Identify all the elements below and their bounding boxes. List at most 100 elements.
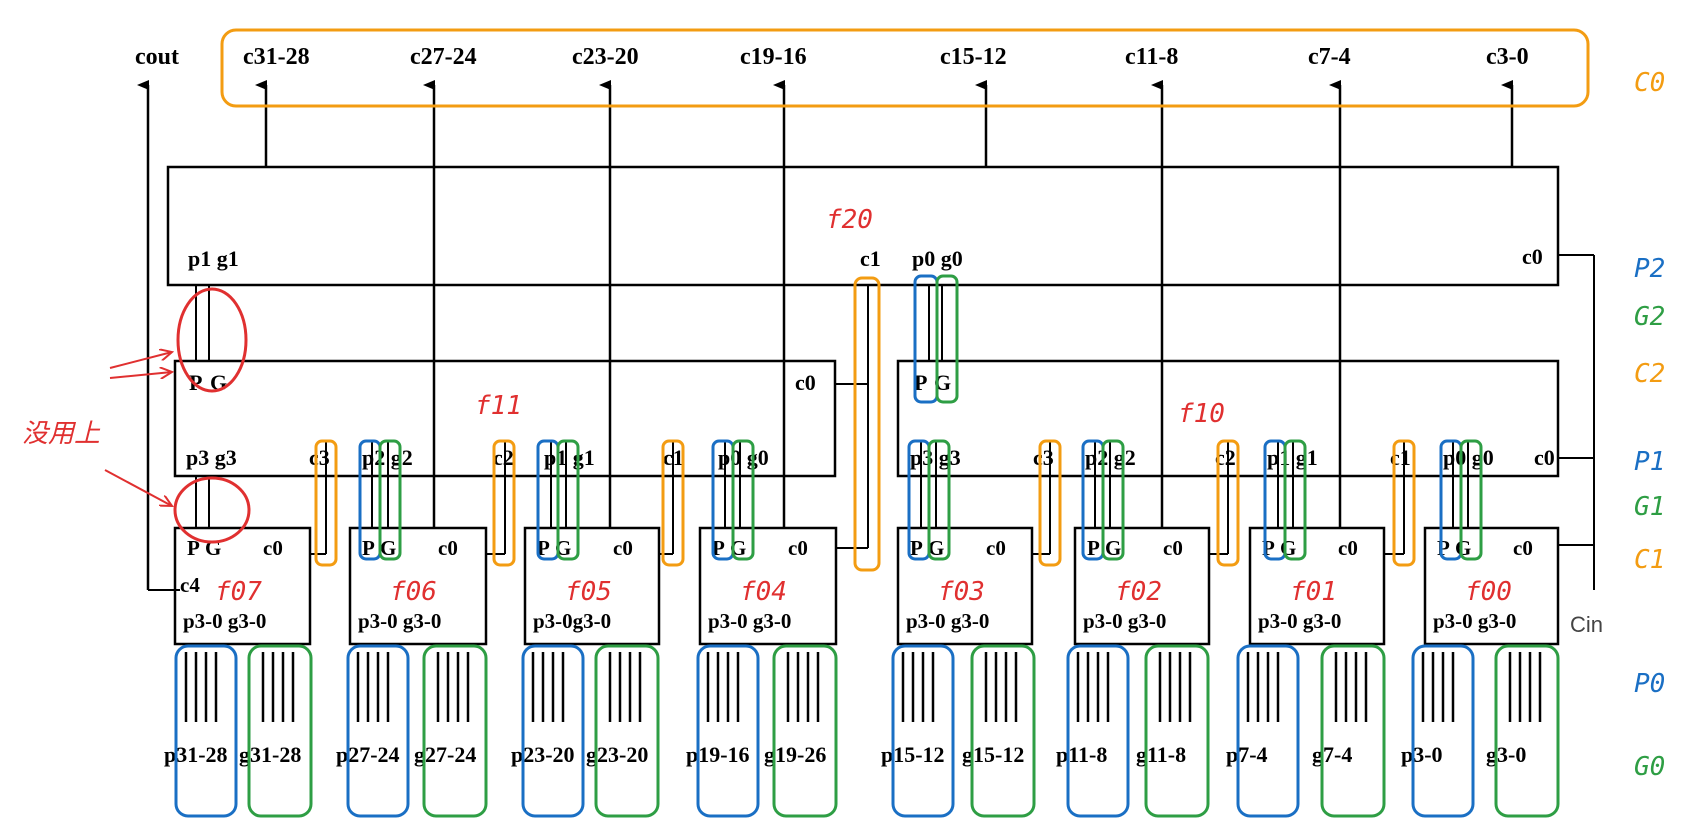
mid-right-P: P <box>914 370 927 395</box>
g-input-highlight <box>247 644 313 818</box>
level-label: P0 <box>1634 669 1665 699</box>
level-label: P1 <box>1634 447 1665 477</box>
level-label: G0 <box>1634 752 1665 782</box>
top-c0-label: c0 <box>1522 244 1543 269</box>
mid-left-port: p0 g0 <box>718 445 769 470</box>
p-input-highlight <box>1236 644 1300 818</box>
g-input-highlight <box>970 644 1036 818</box>
p-input-label: p15-12 <box>881 742 945 767</box>
unit-P-label: P <box>910 536 923 560</box>
g-level1-highlight <box>731 439 755 561</box>
unit-G-label: G <box>1455 536 1471 560</box>
carry-level1-highlight <box>1038 439 1062 567</box>
p-input-label: p19-16 <box>686 742 750 767</box>
unit-pg-label: p3-0 g3-0 <box>1258 609 1341 633</box>
unit-tag: f04 <box>740 577 787 607</box>
carry-level1-highlight <box>1216 439 1240 567</box>
unit-pg-label: p3-0 g3-0 <box>1433 609 1516 633</box>
mid-right-port: p3 g3 <box>910 445 961 470</box>
unit-box-05 <box>523 526 661 646</box>
mid-right-port: c2 <box>1215 445 1236 470</box>
output-label: c11-8 <box>1125 44 1178 70</box>
g-input-highlight <box>1144 644 1210 818</box>
carry-level1-highlight <box>492 439 516 567</box>
f11-label: f11 <box>475 391 522 421</box>
unit-c0-label: c0 <box>438 536 458 560</box>
mid-left-port: c1 <box>663 445 684 470</box>
p-input-label: p11-8 <box>1056 742 1107 767</box>
f20-label: f20 <box>826 205 873 235</box>
output-label: c23-20 <box>572 44 639 70</box>
unit-box-01 <box>1248 526 1386 646</box>
unit-box-04 <box>698 526 838 646</box>
output-label: c19-16 <box>740 44 807 70</box>
unit-pg-label: p3-0 g3-0 <box>906 609 989 633</box>
p-input-highlight <box>521 644 585 818</box>
unit-pg-label: p3-0g3-0 <box>533 609 611 633</box>
g-level1-highlight <box>1459 439 1483 561</box>
unit-tag: f00 <box>1465 577 1512 607</box>
output-label: c27-24 <box>410 44 477 70</box>
mid-left-port: c2 <box>493 445 514 470</box>
level-label: C2 <box>1634 359 1665 389</box>
unit-P-label: P <box>187 536 200 560</box>
unit-P-label: P <box>537 536 550 560</box>
unit-box-00 <box>1423 526 1560 646</box>
unit-box-06 <box>348 526 488 646</box>
unit-tag: f07 <box>215 577 262 607</box>
level-label: G1 <box>1634 492 1665 522</box>
top-lookahead-block <box>166 165 1560 287</box>
g-input-label: g7-4 <box>1312 742 1352 767</box>
unit-P-label: P <box>1087 536 1100 560</box>
level-label: P2 <box>1634 254 1665 284</box>
p-input-label: p3-0 <box>1401 742 1443 767</box>
carry-level1-highlight <box>1392 439 1416 567</box>
p-input-label: p27-24 <box>336 742 400 767</box>
g-level1-highlight <box>378 439 402 561</box>
unit-P-label: P <box>362 536 375 560</box>
unit-c0-label: c0 <box>263 536 283 560</box>
output-label: c7-4 <box>1308 44 1351 70</box>
c1-top-highlight <box>853 276 881 572</box>
pg-highlights <box>174 439 1560 818</box>
g-input-label: g3-0 <box>1486 742 1526 767</box>
g-input-label: g11-8 <box>1136 742 1186 767</box>
handwritten-labels: f20 f11 f10 没用上 <box>22 205 1225 449</box>
p-input-highlight <box>891 644 955 818</box>
unit-G-label: G <box>205 536 221 560</box>
unit-box-03 <box>896 526 1034 646</box>
mid-left-port: p3 g3 <box>186 445 237 470</box>
unit-pg-label: p3-0 g3-0 <box>1083 609 1166 633</box>
g0-top-highlight <box>935 274 959 404</box>
top-p1g1-label: p1 g1 <box>188 246 239 271</box>
top-p0g0-label: p0 g0 <box>912 246 963 271</box>
g-input-highlight <box>594 644 660 818</box>
output-label: c31-28 <box>243 44 310 70</box>
mid-left-port: p1 g1 <box>544 445 595 470</box>
p-input-label: p7-4 <box>1226 742 1268 767</box>
level-label: G2 <box>1634 302 1665 332</box>
carry-level1-highlight <box>661 439 685 567</box>
mid-right-port: p2 g2 <box>1085 445 1136 470</box>
mid-left-c0: c0 <box>795 370 816 395</box>
mid-left-P: P <box>189 370 202 395</box>
unused-circle-bottom <box>173 476 251 544</box>
unit-pg-label: p3-0 g3-0 <box>183 609 266 633</box>
unit-c4-label: c4 <box>180 573 200 597</box>
diagram-text: cout c31-28 c27-24 c23-20 c19-16 c15-12 … <box>135 44 1603 637</box>
unit-box-02 <box>1073 526 1211 646</box>
g-input-highlight <box>772 644 838 818</box>
mid-left-port: c3 <box>309 445 330 470</box>
unit-c0-label: c0 <box>986 536 1006 560</box>
unit-tag: f06 <box>390 577 437 607</box>
p-input-highlight <box>696 644 760 818</box>
unit-c0-label: c0 <box>1163 536 1183 560</box>
cout-label: cout <box>135 44 179 70</box>
mid-left-port: p2 g2 <box>362 445 413 470</box>
p-input-highlight <box>346 644 410 818</box>
f10-label: f10 <box>1178 399 1225 429</box>
unit-G-label: G <box>1105 536 1121 560</box>
unit-tag: f05 <box>565 577 612 607</box>
